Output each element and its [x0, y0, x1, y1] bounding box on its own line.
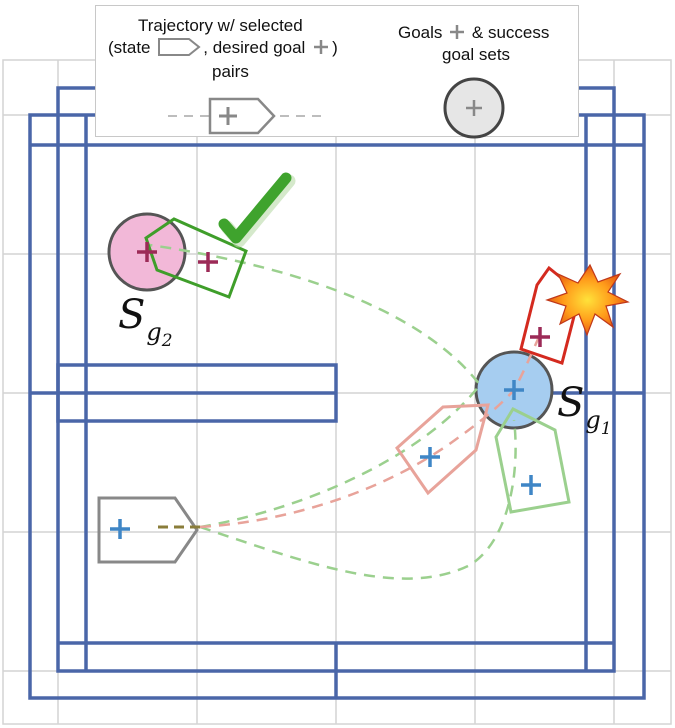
salmon-state	[395, 403, 490, 496]
start-desired-goal-cross	[110, 519, 130, 539]
legend-state-icon	[158, 38, 201, 56]
legend-goal-set-icon	[443, 77, 505, 139]
legend-goals-line1: Goals & success	[398, 22, 549, 44]
legend-success-label: & success	[471, 23, 550, 42]
checkmark-icon	[218, 172, 296, 248]
sg1-goal-cross	[504, 380, 524, 400]
legend-state-label: (state	[108, 38, 151, 57]
legend-goal-cross-icon	[314, 40, 329, 54]
legend-trajectory-title: Trajectory w/ selected	[138, 16, 303, 35]
green-state-sg1	[494, 407, 571, 514]
legend-close-paren: )	[332, 38, 338, 57]
legend-trajectory-line2: (state , desired goal )	[108, 37, 338, 59]
start-state	[97, 496, 200, 564]
legend-desired-goal-label: , desired goal	[203, 38, 306, 57]
green-trajectory-upper	[149, 243, 482, 529]
start-state-marker	[97, 496, 199, 564]
red-trajectory	[199, 334, 542, 529]
legend-goals-label: Goals	[398, 23, 443, 42]
sg1-label: Sg1	[557, 380, 612, 439]
sg2-label: Sg2	[118, 292, 173, 351]
legend-trajectory-sample	[168, 97, 321, 135]
legend-goal-sets-label: goal sets	[442, 45, 511, 64]
legend: Trajectory w/ selected (state , desired …	[95, 5, 579, 139]
legend-goals-cross-icon	[450, 25, 465, 39]
legend-pairs-label: pairs	[212, 62, 249, 81]
green-state-sg2	[137, 217, 248, 299]
explosion-icon	[545, 263, 630, 337]
trajectories	[149, 243, 542, 580]
green-trajectory-lower	[199, 419, 517, 580]
